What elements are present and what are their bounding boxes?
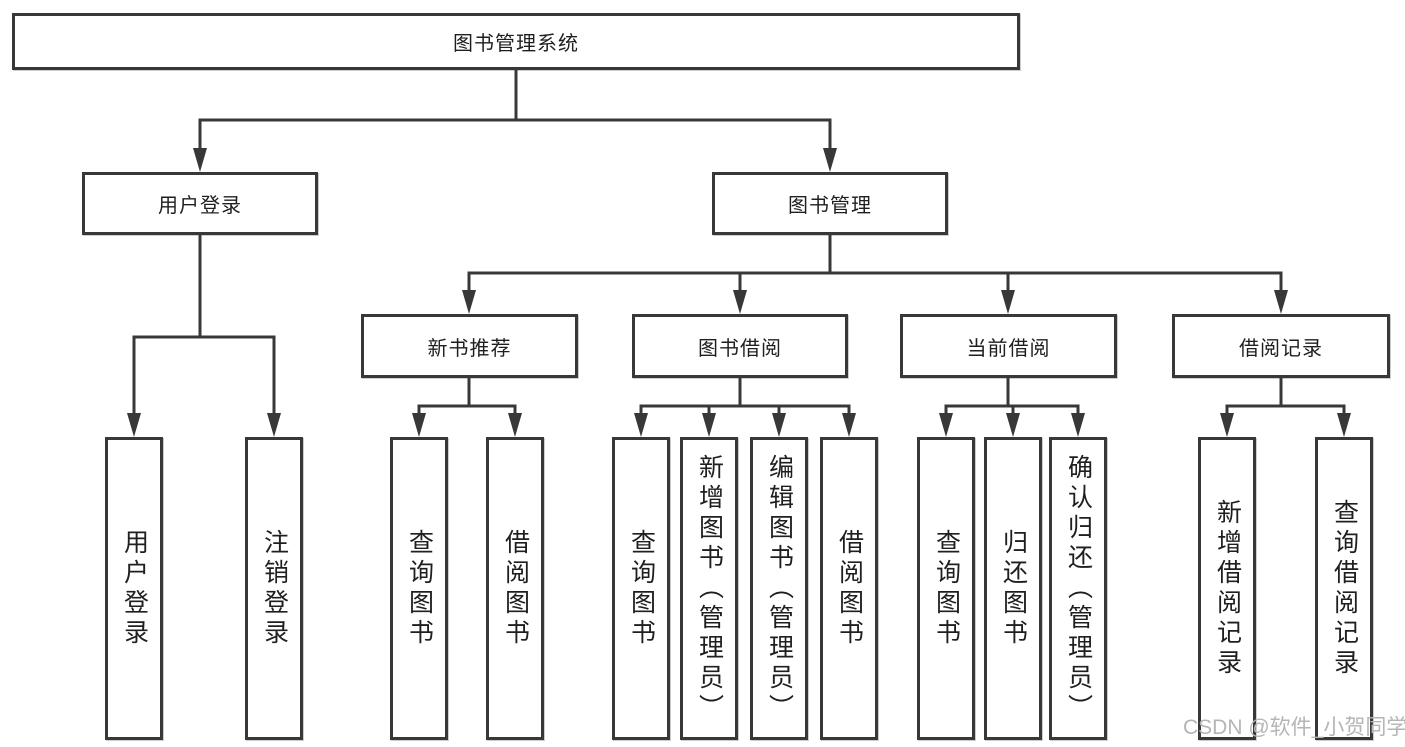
arrow-down-icon [1337,413,1351,437]
connector-newrec-to-children [417,378,517,420]
arrow-down-icon [823,148,837,172]
arrow-down-icon [702,413,716,437]
leaf-logout-label: 注销登录 [260,528,289,649]
leaf-query-borrow-record: 查询借阅记录 [1315,437,1373,740]
leaf-add-books-admin-label: 新增图书（管理员） [695,453,724,724]
arrowheads [127,148,1351,437]
node-new-book-recommend-label: 新书推荐 [427,337,512,360]
arrow-down-icon [412,413,426,437]
arrow-down-icon [1274,290,1288,314]
arrow-down-icon [1006,413,1020,437]
leaf-query-books-1-label: 查询图书 [405,528,434,649]
leaf-logout: 注销登录 [245,437,303,740]
node-user-login-label: 用户登录 [158,195,242,217]
leaf-add-borrow-record: 新增借阅记录 [1198,437,1256,740]
node-current-borrowing-label: 当前借阅 [966,337,1051,360]
leaf-user-login-label: 用户登录 [120,528,149,649]
arrow-down-icon [193,148,207,172]
leaf-return-books-label: 归还图书 [999,528,1028,649]
connector-bookmgmt-to-level3 [467,235,1283,297]
node-current-borrowing: 当前借阅 [900,314,1117,378]
leaf-query-books-3: 查询图书 [917,437,975,740]
arrow-down-icon [634,413,648,437]
leaf-borrow-books-2-label: 借阅图书 [835,528,864,649]
leaf-edit-books-admin-label: 编辑图书（管理员） [765,453,794,724]
leaf-borrow-books-1: 借阅图书 [486,437,544,740]
leaf-query-borrow-record-label: 查询借阅记录 [1330,498,1359,679]
arrow-down-icon [1071,413,1085,437]
leaf-add-books-admin: 新增图书（管理员） [680,437,738,740]
arrow-down-icon [1220,413,1234,437]
connector-borrow-to-children [639,378,851,420]
arrow-down-icon [1001,290,1015,314]
node-book-management-label: 图书管理 [788,195,872,217]
arrow-down-icon [772,413,786,437]
node-new-book-recommend: 新书推荐 [361,314,578,378]
arrow-down-icon [127,413,141,437]
arrow-down-icon [267,413,281,437]
leaf-add-borrow-record-label: 新增借阅记录 [1213,498,1242,679]
node-root: 图书管理系统 [12,13,1020,70]
csdn-watermark: CSDN @软件_小贺同学 [1183,716,1405,739]
arrow-down-icon [508,413,522,437]
leaf-user-login: 用户登录 [105,437,163,740]
leaf-return-books: 归还图书 [984,437,1042,740]
leaf-borrow-books-1-label: 借阅图书 [501,528,530,649]
leaf-edit-books-admin: 编辑图书（管理员） [750,437,808,740]
leaf-query-books-1: 查询图书 [390,437,448,740]
connector-root-to-level2 [198,70,832,155]
arrow-down-icon [462,290,476,314]
arrow-down-icon [733,290,747,314]
node-borrow-records-label: 借阅记录 [1239,337,1323,360]
node-book-borrowing: 图书借阅 [632,314,848,378]
connector-userlogin-to-children [132,235,276,420]
node-book-borrowing-label: 图书借阅 [698,337,782,360]
arrow-down-icon [939,413,953,437]
leaf-query-books-2: 查询图书 [612,437,670,740]
leaf-query-books-2-label: 查询图书 [627,528,656,649]
node-user-login: 用户登录 [82,172,318,235]
leaf-query-books-3-label: 查询图书 [932,528,961,649]
node-book-management: 图书管理 [712,172,948,235]
connector-records-to-children [1225,378,1346,420]
node-root-label: 图书管理系统 [453,33,579,55]
leaf-confirm-return-admin-label: 确认归还（管理员） [1064,453,1093,724]
arrow-down-icon [842,413,856,437]
node-borrow-records: 借阅记录 [1172,314,1390,378]
connector-paths [132,70,1346,420]
leaf-borrow-books-2: 借阅图书 [820,437,878,740]
leaf-confirm-return-admin: 确认归还（管理员） [1049,437,1107,740]
